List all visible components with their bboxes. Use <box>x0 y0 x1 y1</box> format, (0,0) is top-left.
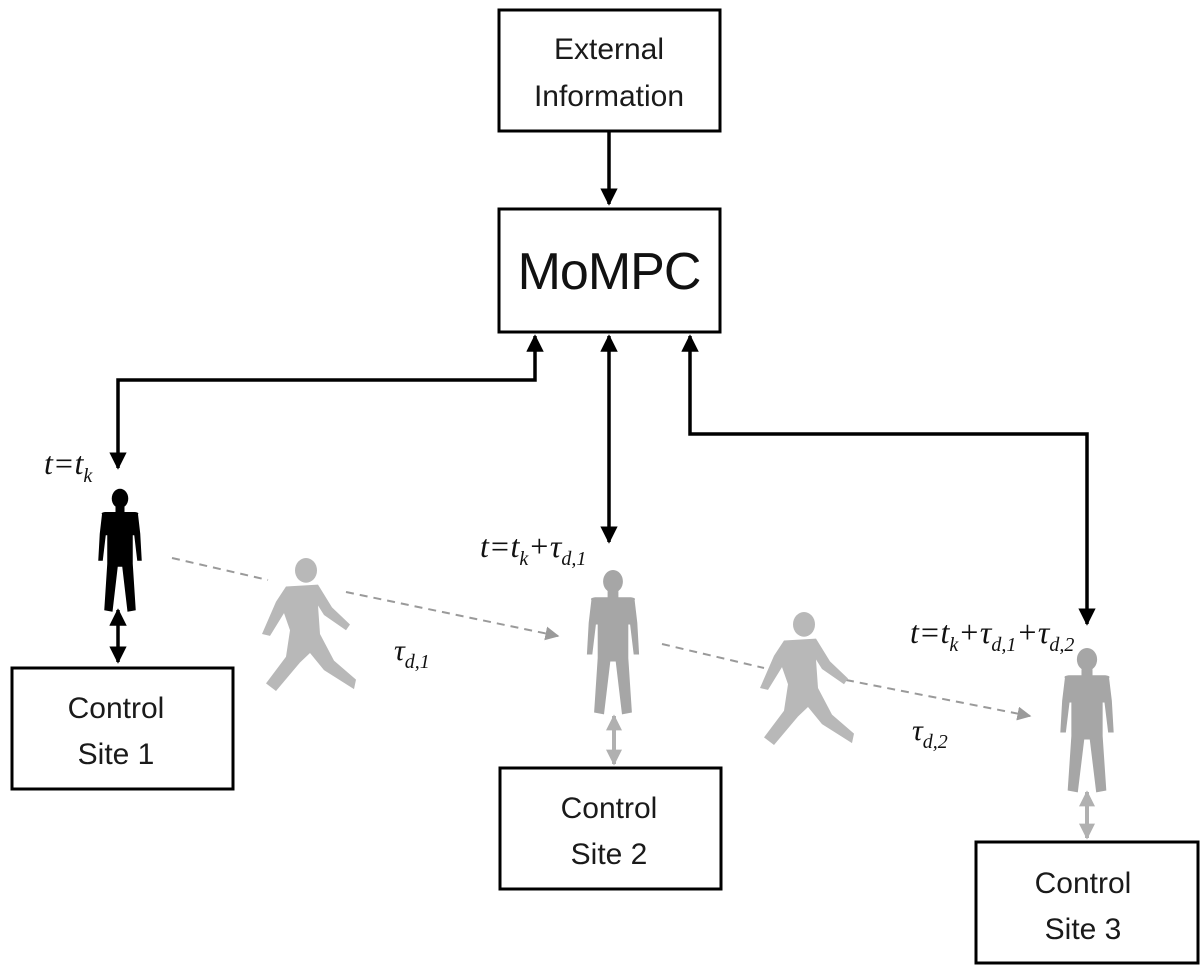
standing-person-icon <box>586 570 640 715</box>
walking-person-icon <box>760 612 854 745</box>
travel-path-1b <box>345 591 560 641</box>
control-site-3-box: Control Site 3 <box>974 840 1200 965</box>
travel-path-1a <box>171 557 269 581</box>
site2-label-line1: Control <box>561 792 658 825</box>
svg-text:Control: Control <box>561 792 658 825</box>
svg-text:Information: Information <box>534 80 684 113</box>
svg-text:Control: Control <box>1035 867 1132 900</box>
control-site-2-box: Control Site 2 <box>498 766 723 891</box>
svg-text:Site 1: Site 1 <box>78 738 155 771</box>
svg-text:Control: Control <box>68 692 165 725</box>
mompc-box: MoMPC <box>497 207 722 334</box>
mompc-site1-link <box>109 334 544 470</box>
external-information-box: External Information <box>497 8 722 133</box>
travel-path-2a <box>661 643 765 669</box>
mompc-site3-link <box>681 334 1096 626</box>
site2-label-line2: Site 2 <box>571 838 648 871</box>
transit-delay-2-label: τd,2 <box>912 714 948 753</box>
site1-label-line2: Site 1 <box>78 738 155 771</box>
control-site-1-box: Control Site 1 <box>10 666 235 791</box>
mompc-label: MoMPC <box>518 243 701 301</box>
external-label-line2: Information <box>534 80 684 113</box>
svg-text:Site 2: Site 2 <box>571 838 648 871</box>
site3-label-line1: Control <box>1035 867 1132 900</box>
external-label-line1: External <box>554 33 664 66</box>
site2-time-label: t=tk+τd,1 <box>480 528 586 570</box>
site1-label-line1: Control <box>68 692 165 725</box>
standing-person-icon <box>98 488 142 612</box>
standing-person-icon <box>1060 648 1114 793</box>
site1-time-label: t=tk <box>44 445 93 487</box>
site3-label-line2: Site 3 <box>1045 913 1122 946</box>
svg-text:Site 3: Site 3 <box>1045 913 1122 946</box>
site3-time-label: t=tk+τd,1+τd,2 <box>910 614 1074 656</box>
transit-delay-1-label: τd,1 <box>394 634 430 673</box>
travel-path-2b <box>845 679 1032 721</box>
walking-person-icon <box>262 558 356 691</box>
svg-text:External: External <box>554 33 664 66</box>
